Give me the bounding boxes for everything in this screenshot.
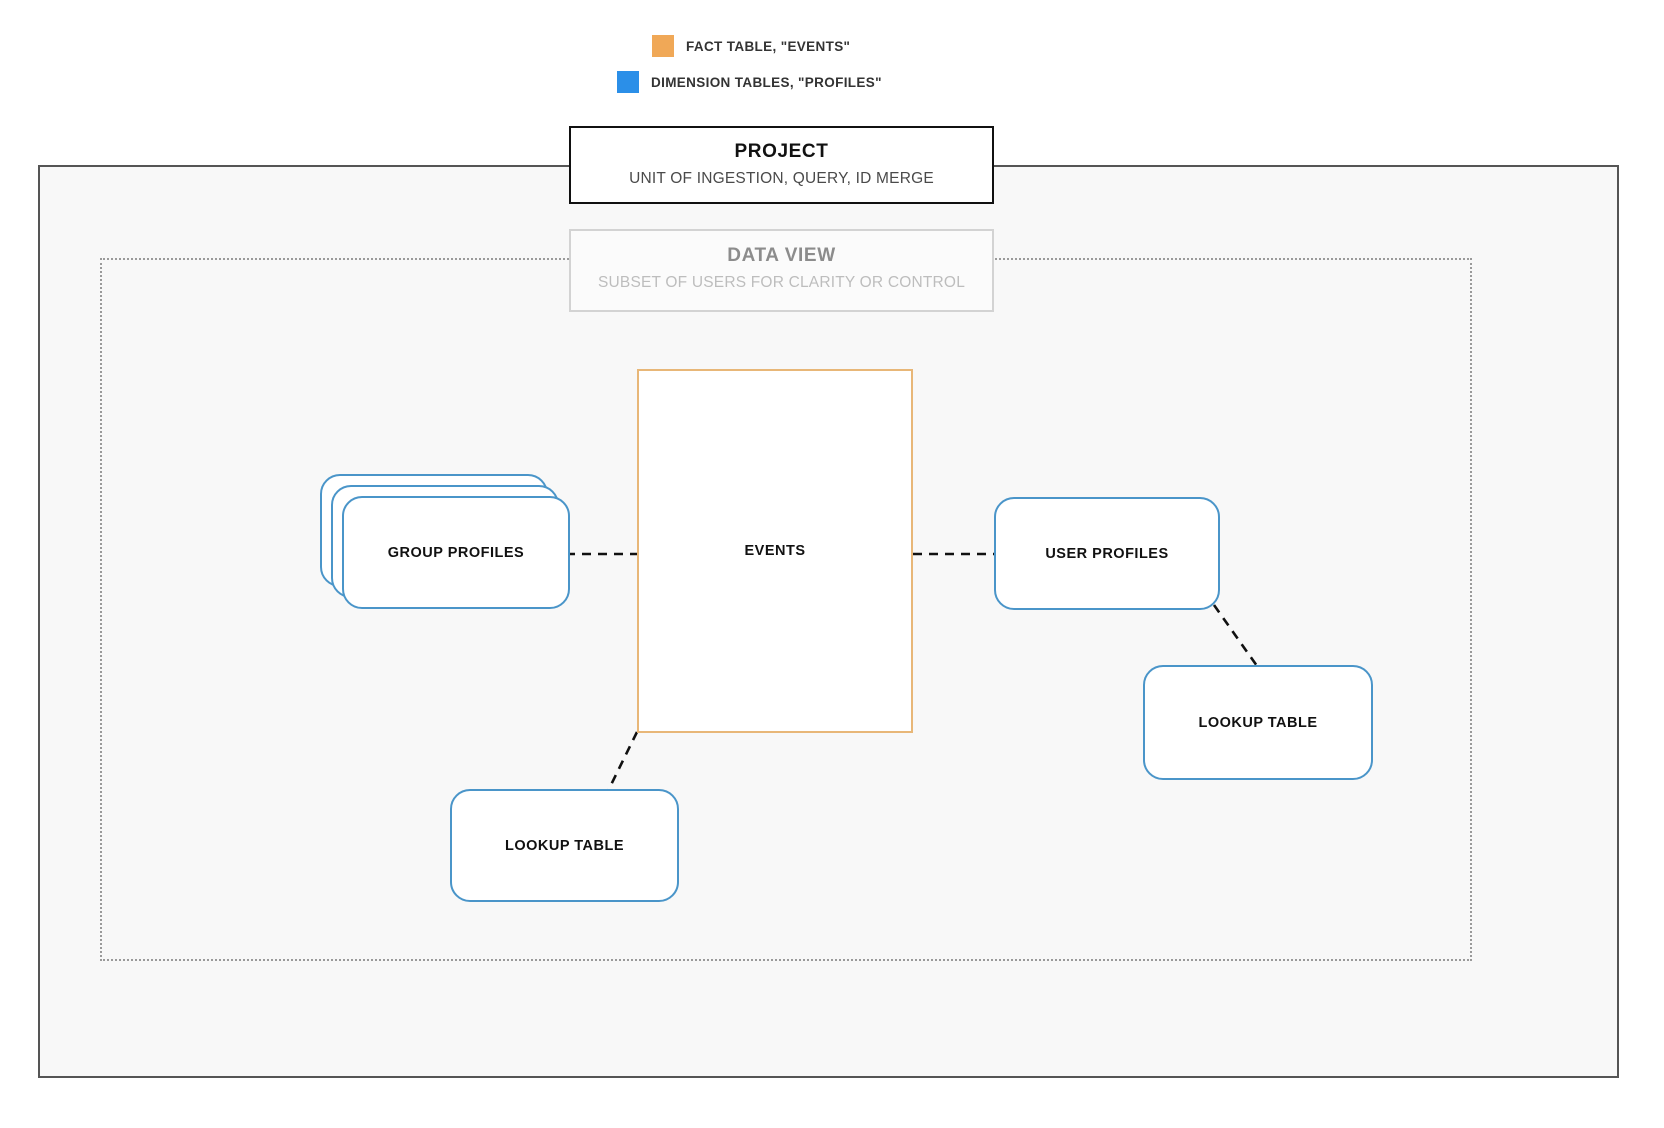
group-profiles-stack-node[interactable]: GROUP PROFILES	[320, 474, 570, 610]
lookup-table-bottom-node-label: LOOKUP TABLE	[504, 837, 625, 854]
blue-square-swatch-icon	[617, 71, 639, 93]
group-profiles-node-label: GROUP PROFILES	[387, 544, 525, 561]
legend-label-dimension-tables: DIMENSION TABLES, "PROFILES"	[651, 74, 882, 90]
legend: FACT TABLE, "EVENTS" DIMENSION TABLES, "…	[0, 28, 1664, 100]
legend-label-fact-table: FACT TABLE, "EVENTS"	[686, 38, 851, 54]
events-node-label: EVENTS	[744, 543, 806, 559]
orange-square-swatch-icon	[652, 35, 674, 57]
legend-item-fact-table: FACT TABLE, "EVENTS"	[0, 28, 1664, 64]
data-view-card-subtitle: SUBSET OF USERS FOR CLARITY OR CONTROL	[597, 274, 966, 291]
group-profiles-stack-layer-front[interactable]: GROUP PROFILES	[342, 496, 570, 609]
lookup-table-bottom-node[interactable]: LOOKUP TABLE	[450, 789, 679, 902]
project-card[interactable]: PROJECT UNIT OF INGESTION, QUERY, ID MER…	[569, 126, 994, 204]
project-card-subtitle: UNIT OF INGESTION, QUERY, ID MERGE	[629, 170, 934, 187]
lookup-table-right-node[interactable]: LOOKUP TABLE	[1143, 665, 1373, 780]
data-view-card-title: DATA VIEW	[727, 245, 836, 266]
data-view-card[interactable]: DATA VIEW SUBSET OF USERS FOR CLARITY OR…	[569, 229, 994, 312]
project-card-title: PROJECT	[734, 141, 829, 162]
user-profiles-node[interactable]: USER PROFILES	[994, 497, 1220, 610]
lookup-table-right-node-label: LOOKUP TABLE	[1198, 714, 1318, 731]
events-fact-table-node[interactable]: EVENTS	[637, 369, 913, 733]
user-profiles-node-label: USER PROFILES	[1045, 545, 1169, 562]
legend-item-dimension-tables: DIMENSION TABLES, "PROFILES"	[0, 64, 1664, 100]
